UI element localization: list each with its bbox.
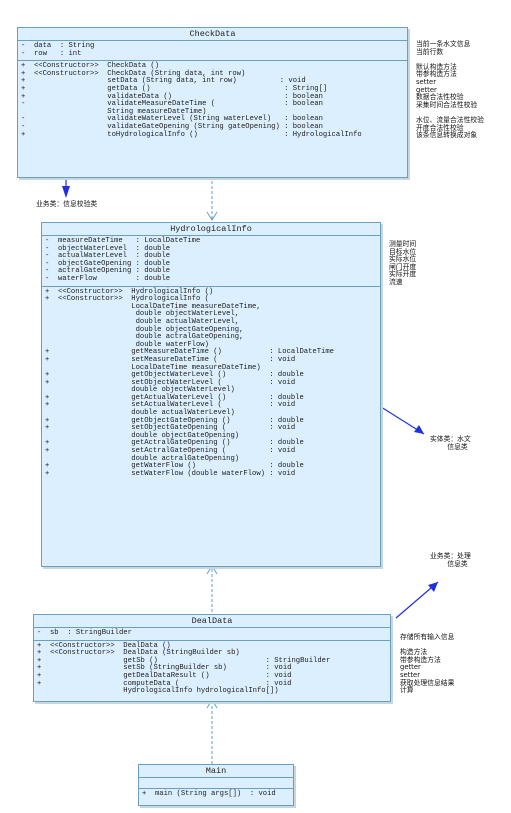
class-hydrologicalinfo: HydrologicalInfo - measureDateTime : Loc… — [41, 222, 381, 567]
operations-section: + <<Constructor>> CheckData () + <<Const… — [18, 61, 407, 141]
operations-text: + <<Constructor>> HydrologicalInfo () + … — [45, 287, 334, 478]
class-title: DealData — [34, 615, 390, 628]
class-dealdata: DealData - sb : StringBuilder + <<Constr… — [33, 614, 391, 702]
attributes-text: - measureDateTime : LocalDateTime - obje… — [45, 237, 201, 283]
annotation-arrowhead — [62, 186, 70, 198]
operations-text: + <<Constructor>> CheckData () + <<Const… — [21, 62, 362, 139]
attributes-section — [139, 778, 293, 789]
dealdata-notes: 存储所有输入信息 构造方法 带参构造方法 getter setter 获取处理信… — [400, 633, 455, 695]
operations-text: + <<Constructor>> DealData () + <<Constr… — [37, 641, 331, 696]
annotation-arrowhead — [428, 582, 438, 592]
attributes-text: - data : String - row : int — [21, 42, 95, 58]
check-business-label: 业务类：信息校验类 — [36, 200, 98, 208]
class-title: CheckData — [18, 28, 407, 41]
dependency-arrowhead — [206, 211, 218, 221]
annotation-arrowhead — [414, 425, 424, 434]
operations-section: + <<Constructor>> DealData () + <<Constr… — [34, 641, 390, 698]
operations-text: + main (String args[]) : void — [142, 790, 276, 798]
class-title: HydrologicalInfo — [42, 223, 380, 236]
attributes-section: - measureDateTime : LocalDateTime - obje… — [42, 236, 380, 287]
class-main: Main + main (String args[]) : void — [138, 764, 294, 806]
entity-label: 实体类：水文 信息类 — [430, 435, 471, 451]
operations-section: + <<Constructor>> HydrologicalInfo () + … — [42, 287, 380, 481]
attributes-section: - sb : StringBuilder — [34, 628, 390, 641]
checkdata-notes: 当前一条水文信息 当前行数 默认构造方法 带参构造方法 setter gette… — [416, 40, 484, 140]
class-checkdata: CheckData - data : String - row : int + … — [17, 27, 408, 178]
operations-section: + main (String args[]) : void — [139, 789, 293, 801]
class-title: Main — [139, 765, 293, 778]
deal-business-label: 业务类：处理 信息类 — [430, 552, 471, 568]
hydro-notes: 测量时间 目标水位 实际水位 闸门开度 实际开度 流速 — [389, 240, 417, 286]
attributes-text: - sb : StringBuilder — [37, 629, 132, 637]
attributes-section: - data : String - row : int — [18, 41, 407, 62]
